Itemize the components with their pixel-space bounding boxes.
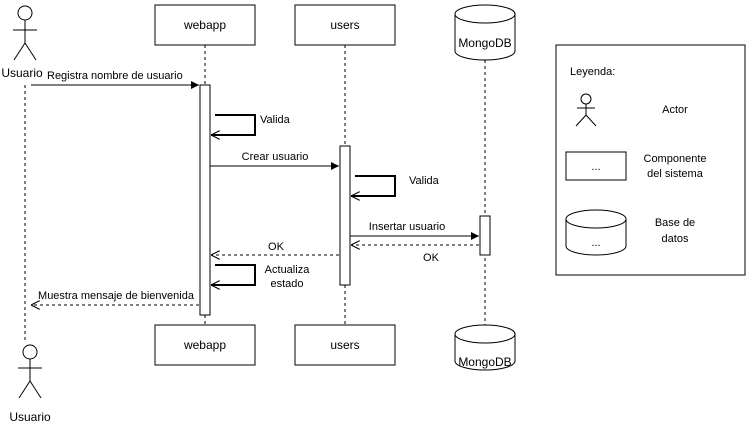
message-label-update-state-1: Actualiza: [265, 264, 311, 276]
webapp-box-top: [154, 4, 256, 46]
message-label-ok-db: OK: [423, 252, 440, 264]
legend-component-label-2: del sistema: [647, 168, 704, 180]
message-arrow-update-state: [211, 264, 256, 285]
users-label-top: users: [330, 18, 359, 32]
message-label-update-state-2: estado: [270, 278, 303, 290]
db-label-bottom: MongoDB: [458, 355, 511, 369]
legend-component-label-1: Componente: [644, 153, 707, 165]
activation-users: [339, 145, 351, 286]
legend-component-sample: ...: [591, 161, 600, 173]
message-arrow-validate-users: [351, 175, 396, 196]
message-label-register: Registra nombre de usuario: [47, 70, 183, 82]
actor-icon-top: [13, 5, 37, 61]
message-label-welcome: Muestra mensaje de bienvenida: [38, 290, 195, 302]
database-icon-bottom: [454, 324, 516, 371]
message-label-create-user: Crear usuario: [242, 151, 309, 163]
message-label-ok-users: OK: [268, 241, 285, 253]
actor-label-bottom: Usuario: [9, 410, 51, 424]
message-label-validate-users: Valida: [409, 175, 440, 187]
webapp-box-bottom: [154, 324, 256, 366]
legend-title: Leyenda:: [570, 66, 615, 78]
activation-webapp: [199, 84, 211, 316]
database-icon-top: [454, 4, 516, 61]
legend-db-sample: ...: [591, 237, 600, 249]
users-box-top: [294, 4, 396, 46]
message-arrow-validate-webapp: [211, 114, 256, 135]
legend-actor-icon: [575, 93, 597, 127]
webapp-label-top: webapp: [183, 18, 226, 32]
activation-db: [479, 215, 491, 256]
legend-actor-label: Actor: [662, 104, 688, 116]
webapp-label-bottom: webapp: [183, 338, 226, 352]
db-label-top: MongoDB: [458, 36, 511, 50]
legend-database-icon: [565, 209, 627, 256]
users-label-bottom: users: [330, 338, 359, 352]
message-label-insert-user: Insertar usuario: [369, 221, 445, 233]
users-box-bottom: [294, 324, 396, 366]
message-label-validate-webapp: Valida: [260, 114, 291, 126]
actor-icon-bottom: [18, 344, 42, 399]
legend-db-label-1: Base de: [655, 217, 695, 229]
legend-db-label-2: datos: [662, 233, 689, 245]
legend-component-box: [565, 151, 627, 181]
actor-label-top: Usuario: [1, 66, 43, 80]
